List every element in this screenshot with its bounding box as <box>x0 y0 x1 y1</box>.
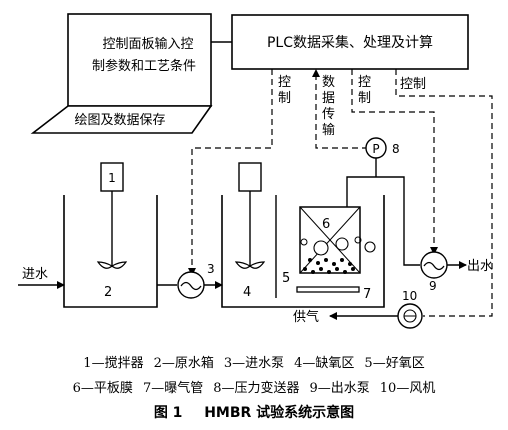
label-7: 7 <box>363 287 371 302</box>
caption-label: 图 1 <box>153 405 183 421</box>
label-2: 2 <box>104 285 112 300</box>
hmbr-reactor: 4 5 6 7 <box>221 162 385 308</box>
legend-row-2: 6—平板膜 7—曝气管 8—压力变送器 9—出水泵 10—风机 <box>0 377 508 396</box>
legend-row1-item: 3—进水泵 <box>223 356 285 371</box>
legend-row1-item: 2—原水箱 <box>153 356 214 371</box>
legend-row1-item: 1—搅拌器 <box>83 356 144 371</box>
legend-row2-item: 7—曝气管 <box>142 381 204 396</box>
caption-title: HMBR 试验系统示意图 <box>204 405 355 421</box>
figure-caption: 图 1 HMBR 试验系统示意图 <box>0 402 508 422</box>
legend-row2-item: 6—平板膜 <box>72 381 133 396</box>
effluent-pump: 9 <box>420 251 448 293</box>
control-label-1: 控制 <box>278 75 291 106</box>
computer: 控制面板输入控 制参数和工艺条件 绘图及数据保存 <box>30 13 213 134</box>
screen-text-line1: 控制面板输入控 <box>102 36 193 52</box>
inflow-label: 进水 <box>22 267 48 282</box>
control-label-3: 控制 <box>400 77 426 92</box>
mixer-motor-2 <box>238 162 262 192</box>
label-4: 4 <box>243 285 251 300</box>
label-5: 5 <box>282 271 290 286</box>
data-line-pressure: 数据传输 <box>312 69 368 149</box>
legend-row-1: 1—搅拌器 2—原水箱 3—进水泵 4—缺氧区 5—好氧区 <box>0 352 508 371</box>
label-1: 1 <box>108 171 116 185</box>
legend-row2-item: 10—风机 <box>379 381 436 396</box>
label-6: 6 <box>322 217 330 232</box>
computer-keyboard <box>30 105 213 134</box>
raw-water-tank: 1 2 <box>63 162 158 308</box>
label-10: 10 <box>402 289 417 303</box>
blower: 10 <box>397 289 423 329</box>
legend-row1-item: 5—好氧区 <box>364 356 425 371</box>
mixer-impeller-1 <box>96 261 128 269</box>
permeate-line <box>346 158 420 266</box>
diagram-canvas: PLC数据采集、处理及计算 控制面板输入控 制参数和工艺条件 绘图及数据保存 控… <box>18 13 493 329</box>
label-8: 8 <box>392 142 400 156</box>
air-supply: 供气 <box>293 309 398 325</box>
legend-row2-item: 9—出水泵 <box>309 381 370 396</box>
outflow-label: 出水 <box>467 259 493 274</box>
label-9: 9 <box>429 279 437 293</box>
legend-row1-item: 4—缺氧区 <box>294 356 355 371</box>
plc-box: PLC数据采集、处理及计算 <box>231 14 469 70</box>
pressure-transmitter: P 8 <box>365 137 400 159</box>
plc-label: PLC数据采集、处理及计算 <box>267 34 433 51</box>
data-transmission-label: 数据传输 <box>322 75 335 138</box>
aeration-bubbles <box>300 236 376 274</box>
control-line-effluent-pump: 控制 <box>351 69 438 255</box>
mixer-impeller-2 <box>234 261 266 269</box>
pressure-symbol: P <box>372 142 379 156</box>
control-label-2: 控制 <box>358 75 371 106</box>
control-line-blower: 控制 <box>395 69 493 317</box>
control-line-feed-pump: 控制 <box>188 69 291 276</box>
air-supply-label: 供气 <box>293 309 319 325</box>
inflow: 进水 <box>18 267 65 289</box>
aeration-pipe <box>296 286 360 293</box>
screen-text-line2: 制参数和工艺条件 <box>92 58 196 74</box>
feed-pump: 3 <box>177 262 215 299</box>
keyboard-text: 绘图及数据保存 <box>74 113 165 128</box>
outflow: 出水 <box>447 259 493 274</box>
legend-row2-item: 8—压力变送器 <box>213 381 300 396</box>
label-3: 3 <box>207 262 215 276</box>
